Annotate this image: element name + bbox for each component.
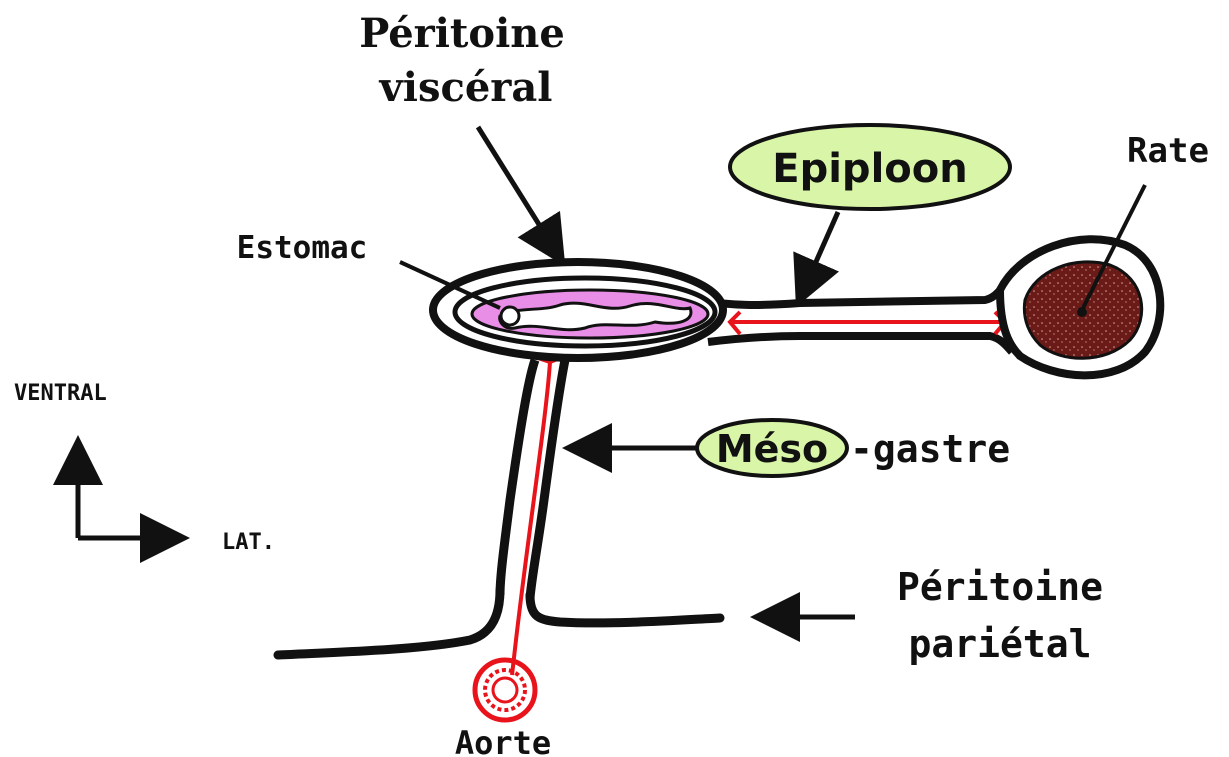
peritoine-visceral-label-line1: Péritoine	[359, 10, 565, 57]
parietal-peritoneum-line	[278, 590, 500, 655]
epiploon-arrow	[800, 212, 838, 298]
aorte-label: Aorte	[455, 724, 551, 757]
epiploon-label: Epiploon	[772, 146, 967, 192]
parietal-peritoneum-line-right	[530, 595, 720, 623]
epiploon-upper-wall	[700, 280, 1010, 305]
epiploon-lower-wall	[708, 336, 1012, 352]
peritoine-parietal-label-line2: pariétal	[908, 622, 1091, 666]
gastre-label: -gastre	[850, 427, 1010, 471]
aorta	[475, 660, 535, 720]
lat-label: LAT.	[222, 530, 275, 555]
ventral-label: VENTRAL	[14, 381, 107, 406]
stomach	[433, 262, 723, 358]
peritoine-visceral-label-line2: viscéral	[379, 64, 553, 111]
rate-label: Rate	[1127, 131, 1209, 171]
meso-label: Méso	[716, 427, 828, 471]
estomac-label: Estomac	[237, 230, 368, 266]
spleen	[1000, 239, 1160, 375]
peritoine-parietal-label-line1: Péritoine	[897, 565, 1103, 609]
mesogastre-left-wall	[500, 360, 535, 595]
visceral-peritoneum-arrow	[478, 127, 560, 258]
rate-arrow-dot	[1077, 307, 1087, 317]
